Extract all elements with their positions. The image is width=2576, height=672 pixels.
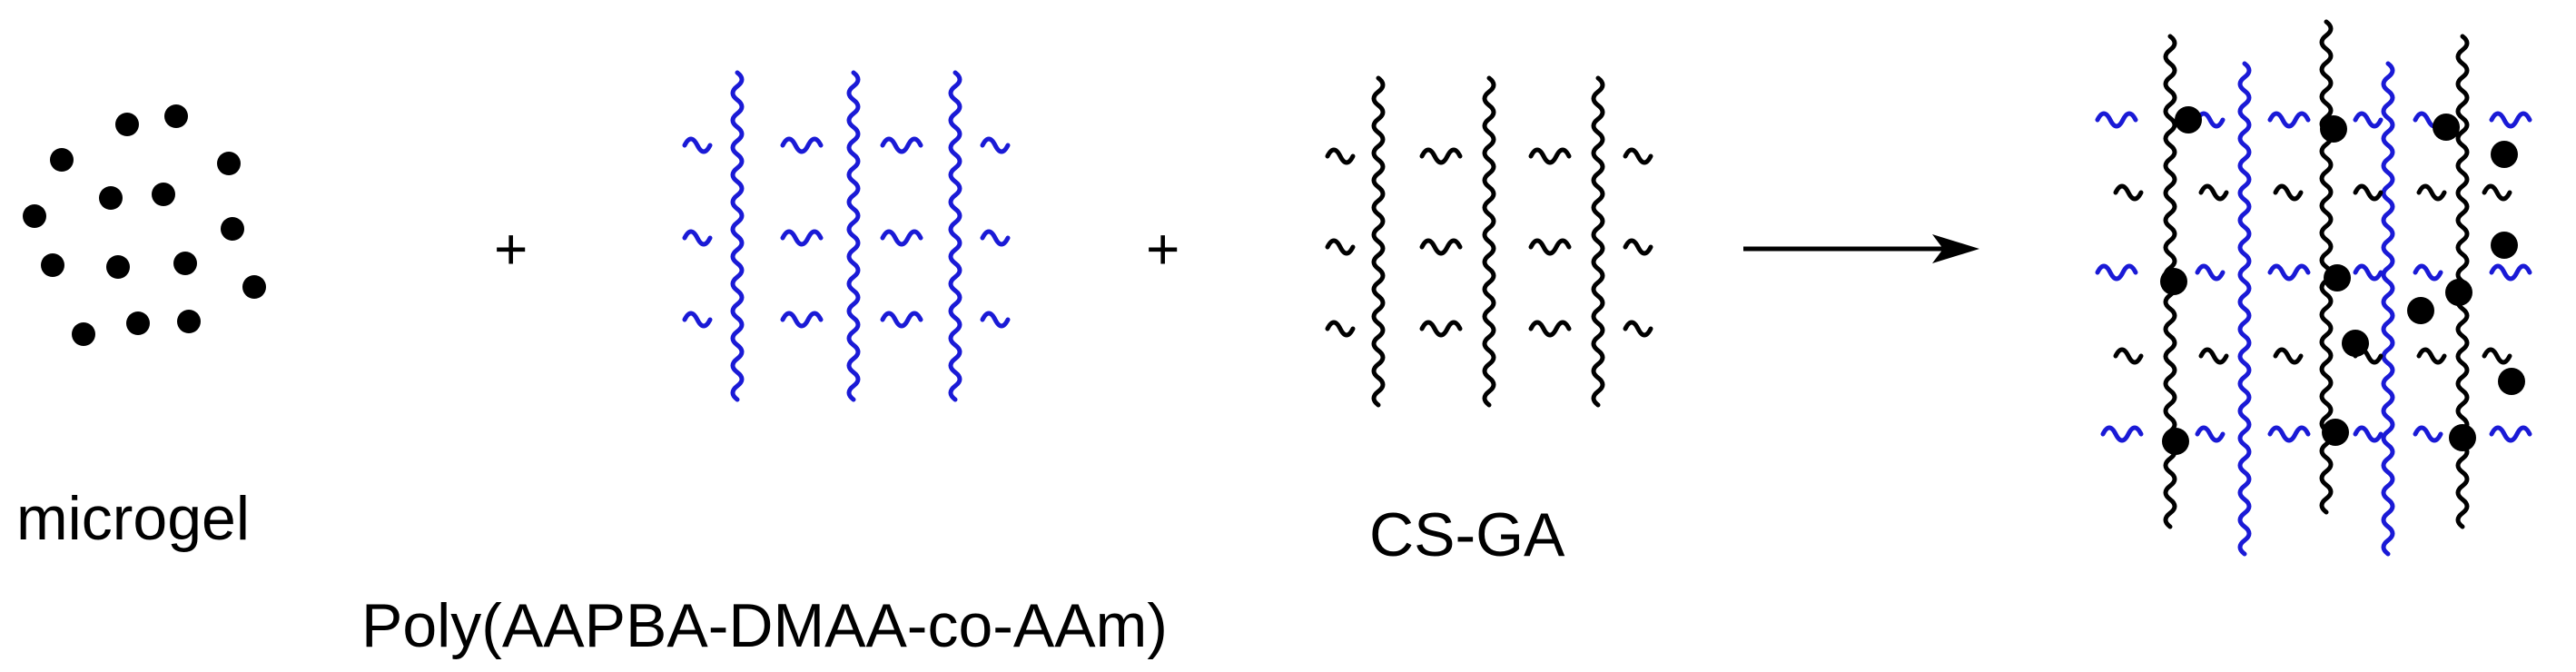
embedded-microgel xyxy=(2175,106,2202,133)
composite-squiggle-blue xyxy=(2197,428,2223,440)
crosslink-squiggle xyxy=(783,139,821,152)
composite-squiggle-black xyxy=(2419,186,2444,199)
polymer-backbone-chain xyxy=(733,73,742,400)
crosslink-squiggle xyxy=(685,232,710,244)
crosslink-squiggle xyxy=(1531,322,1569,335)
crosslink-squiggle xyxy=(685,313,710,326)
crosslink-squiggle xyxy=(783,232,821,244)
crosslink-squiggle xyxy=(883,232,921,244)
microgel-particle xyxy=(99,186,123,210)
composite-squiggle-black xyxy=(2355,186,2381,199)
csga-label: CS-GA xyxy=(1369,500,1565,569)
embedded-microgel xyxy=(2162,428,2189,455)
microgel-label: microgel xyxy=(16,484,250,553)
embedded-microgel xyxy=(2342,330,2369,357)
polymer-network-blue xyxy=(685,73,1008,400)
composite-squiggle-blue xyxy=(2415,428,2441,440)
composite-squiggle-blue xyxy=(2097,266,2136,279)
polymer-backbone-chain xyxy=(951,73,960,400)
composite-squiggle-black xyxy=(2275,186,2301,199)
composite-squiggle-black xyxy=(2484,186,2510,199)
embedded-microgel xyxy=(2324,264,2351,292)
composite-squiggle-blue xyxy=(2492,428,2530,440)
crosslink-squiggle xyxy=(1327,150,1353,163)
composite-squiggle-black xyxy=(2275,350,2301,362)
embedded-microgel xyxy=(2407,297,2434,324)
microgel-particle xyxy=(106,255,130,279)
microgel-particle xyxy=(23,204,46,228)
microgel-particle xyxy=(177,310,201,333)
crosslink-squiggle xyxy=(1422,150,1460,163)
plus-sign-1: + xyxy=(494,216,528,282)
plus-sign-2: + xyxy=(1146,216,1179,282)
composite-squiggle-blue xyxy=(2270,428,2308,440)
crosslink-squiggle xyxy=(1625,322,1651,335)
composite-chain-blue xyxy=(2384,64,2393,554)
embedded-microgel xyxy=(2445,279,2472,306)
crosslink-squiggle xyxy=(1327,241,1353,253)
composite-squiggle-black xyxy=(2484,350,2510,362)
composite-squiggle-blue xyxy=(2355,428,2381,440)
crosslink-squiggle xyxy=(982,313,1008,326)
microgel-particle xyxy=(221,217,244,241)
embedded-microgel xyxy=(2160,268,2187,295)
crosslink-squiggle xyxy=(1625,150,1651,163)
crosslink-squiggle xyxy=(982,232,1008,244)
composite-squiggle-blue xyxy=(2270,266,2308,279)
crosslink-squiggle xyxy=(1531,150,1569,163)
microgel-particle xyxy=(152,183,175,206)
reaction-arrow xyxy=(1743,234,1979,263)
microgel-particles xyxy=(23,104,266,346)
microgel-particle xyxy=(126,311,150,335)
embedded-microgel xyxy=(2320,115,2347,143)
polymer-backbone-chain xyxy=(849,73,858,400)
microgel-particle xyxy=(242,275,266,299)
crosslink-squiggle xyxy=(1327,322,1353,335)
csga-backbone-chain xyxy=(1594,78,1603,405)
polymer-label: Poly(AAPBA-DMAA-co-AAm) xyxy=(361,591,1168,660)
crosslink-squiggle xyxy=(1422,241,1460,253)
crosslink-squiggle xyxy=(883,139,921,152)
crosslink-squiggle xyxy=(1422,322,1460,335)
composite-squiggle-blue xyxy=(2270,114,2308,126)
composite-squiggle-black xyxy=(2419,350,2444,362)
composite-squiggle-blue xyxy=(2355,266,2381,279)
microgel-particle xyxy=(41,253,64,277)
csga-network-black xyxy=(1327,78,1651,405)
microgel-particle xyxy=(115,113,139,136)
embedded-microgel xyxy=(2433,114,2460,141)
composite-squiggle-blue xyxy=(2492,114,2530,126)
embedded-microgel xyxy=(2491,232,2518,259)
composite-chain-blue xyxy=(2240,64,2249,554)
composite-squiggle-blue xyxy=(2197,266,2223,279)
csga-backbone-chain xyxy=(1485,78,1494,405)
embedded-microgel xyxy=(2449,424,2476,451)
crosslink-squiggle xyxy=(883,313,921,326)
crosslink-squiggle xyxy=(982,139,1008,152)
composite-network xyxy=(2097,22,2530,554)
composite-squiggle-blue xyxy=(2097,114,2136,126)
microgel-particle xyxy=(164,104,188,128)
composite-squiggle-black xyxy=(2201,350,2226,362)
crosslink-squiggle xyxy=(1625,241,1651,253)
composite-squiggle-black xyxy=(2201,186,2226,199)
microgel-particle xyxy=(72,322,95,346)
microgel-particle xyxy=(50,148,74,172)
composite-squiggle-black xyxy=(2116,350,2141,362)
csga-backbone-chain xyxy=(1374,78,1383,405)
composite-squiggle-blue xyxy=(2492,266,2530,279)
microgel-particle xyxy=(217,152,241,175)
composite-squiggle-blue xyxy=(2103,428,2141,440)
embedded-microgel xyxy=(2498,368,2525,395)
composite-squiggle-blue xyxy=(2415,266,2441,279)
crosslink-squiggle xyxy=(783,313,821,326)
composite-squiggle-black xyxy=(2116,186,2141,199)
crosslink-squiggle xyxy=(1531,241,1569,253)
crosslink-squiggle xyxy=(685,139,710,152)
embedded-microgel xyxy=(2322,419,2349,446)
composite-squiggle-blue xyxy=(2355,114,2381,126)
embedded-microgel xyxy=(2491,141,2518,168)
microgel-particle xyxy=(173,252,197,275)
